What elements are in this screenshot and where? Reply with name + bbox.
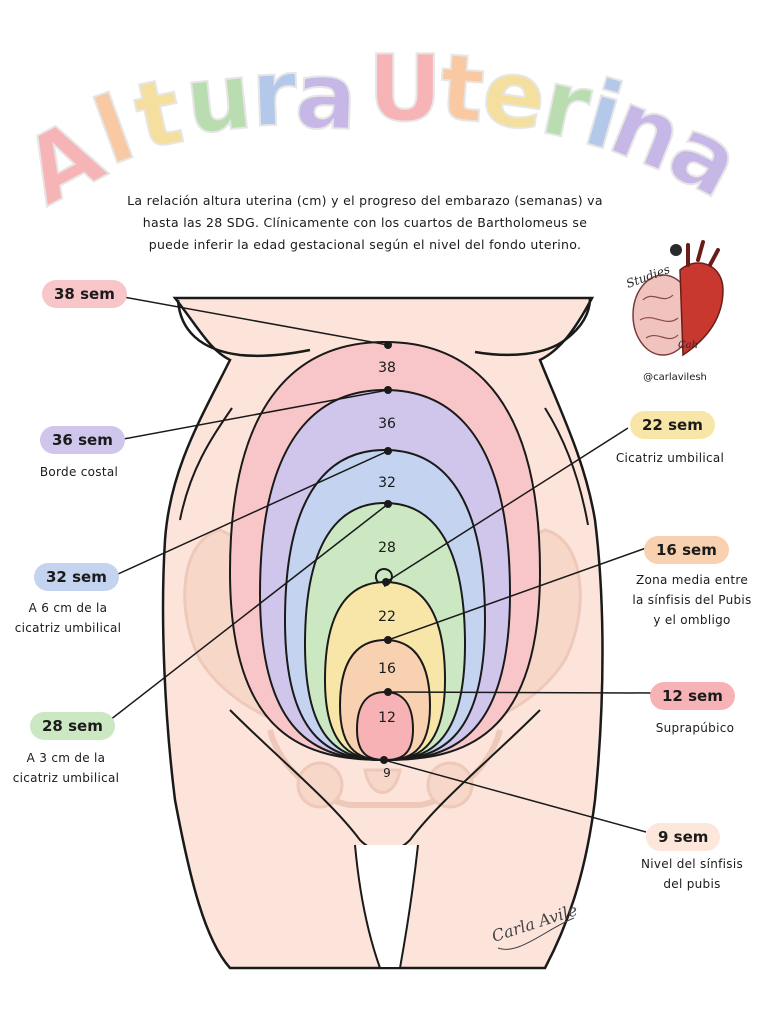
- inner-thigh-gap: [354, 844, 419, 969]
- level-dot-16: [384, 636, 392, 644]
- leader-line-16: [387, 547, 647, 641]
- label-36-sem: 36 sem: [40, 426, 125, 454]
- leader-line-28: [109, 503, 389, 721]
- week-number-9: 9: [383, 766, 391, 780]
- intro-line: hasta las 28 SDG. Clínicamente con los c…: [142, 215, 588, 230]
- caption-line: Suprapúbico: [655, 721, 735, 735]
- caption-36-sem: Borde costal: [24, 462, 134, 482]
- caption-16-sem: Zona media entre la sínfisis del Pubis y…: [624, 570, 760, 630]
- week-number-12: 12: [378, 710, 396, 726]
- label-9-sem: 9 sem: [646, 823, 721, 851]
- label-28-sem: 28 sem: [30, 712, 115, 740]
- social-handle: @carlavilesh: [643, 372, 707, 383]
- right-breast-line: [474, 297, 592, 357]
- level-dot-36: [384, 386, 392, 394]
- week-number-28: 28: [378, 540, 396, 556]
- caption-line: Cicatriz umbilical: [615, 451, 725, 465]
- leader-line-12: [387, 691, 653, 694]
- leader-line-22: [385, 427, 629, 583]
- leader-line-9: [383, 759, 647, 833]
- caption-line: del pubis: [663, 877, 721, 891]
- level-dot-12: [384, 688, 392, 696]
- label-12-sem: 12 sem: [650, 682, 735, 710]
- level-dot-22: [382, 578, 390, 586]
- level-dot-28: [384, 500, 392, 508]
- intro-paragraph: La relación altura uterina (cm) y el pro…: [100, 190, 630, 256]
- week-numbers: 38 36 32 28 22 16 12 9: [378, 360, 396, 780]
- level-dot-32: [384, 447, 392, 455]
- uterus-level-12: [355, 690, 415, 762]
- caption-9-sem: Nivel del sínfisis del pubis: [628, 854, 756, 894]
- caption-line: Borde costal: [39, 465, 119, 479]
- week-number-16: 16: [378, 661, 396, 677]
- label-16-sem: 16 sem: [644, 536, 729, 564]
- leader-line-36: [117, 389, 389, 441]
- caption-line: Zona media entre: [635, 573, 749, 587]
- caption-22-sem: Cicatriz umbilical: [605, 448, 735, 468]
- label-32-sem: 32 sem: [34, 563, 119, 591]
- left-waist-line: [179, 407, 233, 521]
- caption-28-sem: A 3 cm de la cicatriz umbilical: [6, 748, 126, 788]
- caption-12-sem: Suprapúbico: [640, 718, 750, 738]
- leader-line-32: [117, 450, 389, 575]
- week-number-36: 36: [378, 416, 396, 432]
- label-22-sem: 22 sem: [630, 411, 715, 439]
- title-letter: u: [181, 42, 257, 155]
- caption-line: cicatriz umbilical: [12, 771, 120, 785]
- logo-dot: [670, 244, 682, 256]
- left-breast-line: [176, 299, 311, 358]
- level-dot-9: [380, 756, 388, 764]
- week-number-22: 22: [378, 609, 396, 625]
- title-letter: t: [437, 34, 488, 144]
- caption-line: la sínfisis del Pubis: [632, 593, 752, 607]
- caption-line: cicatriz umbilical: [14, 621, 122, 635]
- leader-line-38: [117, 295, 389, 346]
- uterus-levels: [228, 340, 542, 762]
- right-waist-line: [544, 407, 589, 526]
- signature: Carla Aviles: [489, 898, 578, 950]
- logo-script-2: Cah: [678, 340, 698, 351]
- title-letter: a: [293, 42, 359, 151]
- intro-line: puede inferir la edad gestacional según …: [148, 237, 582, 252]
- label-38-sem: 38 sem: [42, 280, 127, 308]
- heart-icon: [679, 262, 724, 357]
- week-number-32: 32: [378, 475, 396, 491]
- caption-line: A 6 cm de la: [28, 601, 108, 615]
- caption-line: Nivel del sínfisis: [640, 857, 744, 871]
- caption-line: A 3 cm de la: [26, 751, 106, 765]
- caption-32-sem: A 6 cm de la cicatriz umbilical: [8, 598, 128, 638]
- title-letter: r: [249, 39, 299, 148]
- level-dot-38: [384, 341, 392, 349]
- title-letter: U: [368, 35, 443, 142]
- caption-line: y el ombligo: [653, 613, 731, 627]
- intro-line: La relación altura uterina (cm) y el pro…: [127, 193, 603, 208]
- leader-lines: [109, 295, 653, 833]
- studies-logo: Studies Cah: [624, 240, 724, 357]
- week-number-38: 38: [378, 360, 396, 376]
